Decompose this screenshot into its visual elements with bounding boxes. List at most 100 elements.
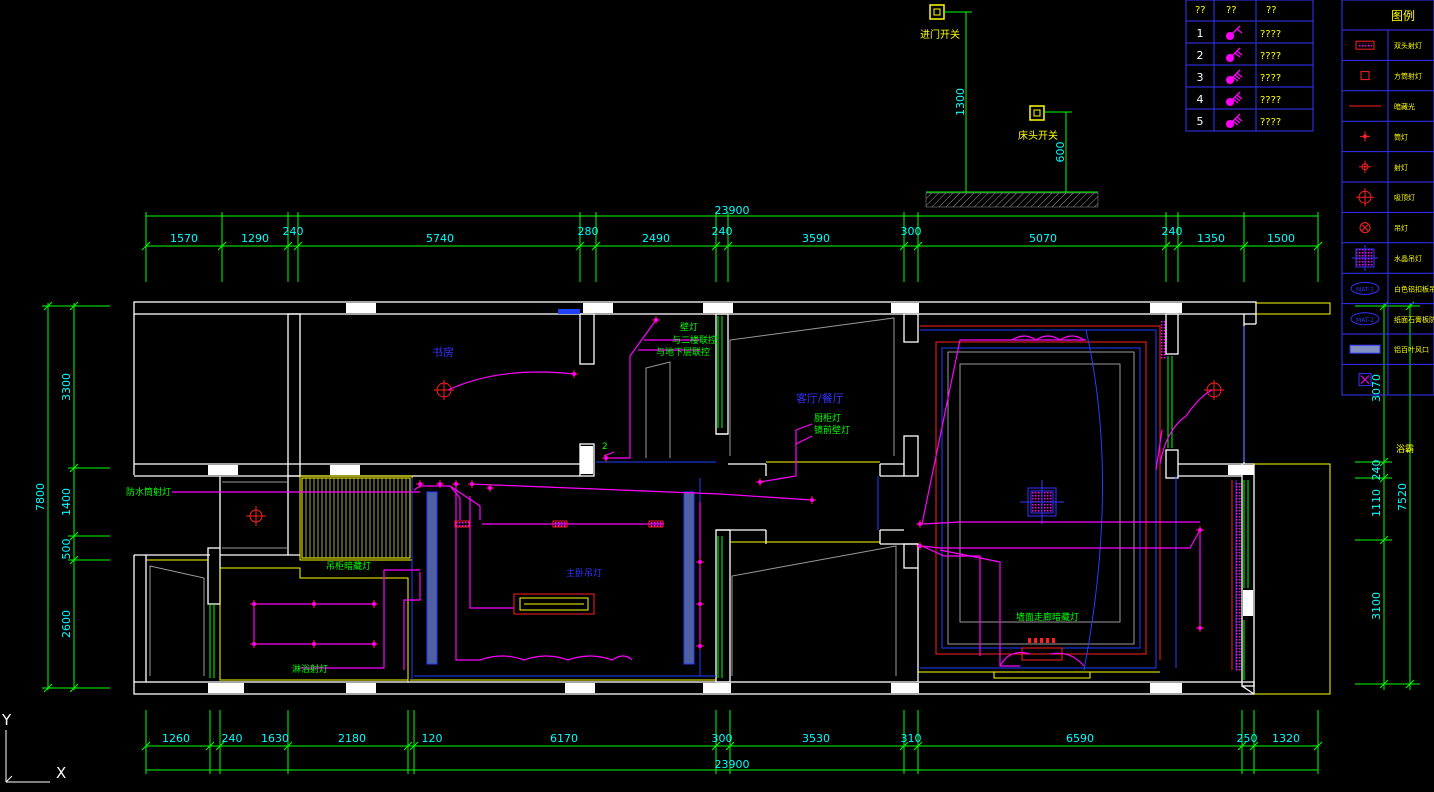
note-main-light: 主卧吊灯 [566, 567, 602, 579]
top-dim-1: 1570 [170, 232, 198, 245]
left-dim-4: 2600 [60, 610, 73, 638]
air-vent-icon [1349, 344, 1381, 354]
legend-item-label: 筒灯 [1394, 132, 1408, 141]
fan-icon [1358, 373, 1372, 387]
left-dim-2: 1400 [60, 488, 73, 516]
crystal-chandelier-icon [1020, 480, 1064, 524]
ceiling-light-icon [1356, 188, 1374, 207]
legend-item-label: 射灯 [1394, 163, 1408, 172]
legend-item-label: 吊灯 [1394, 224, 1408, 233]
legend-item-label: 铝百叶风口 [1394, 345, 1429, 354]
top-dim-9: 300 [901, 225, 922, 238]
crystal-chandelier-icon [1352, 245, 1378, 271]
ucs-icon [5, 730, 50, 783]
switch-row-desc: ???? [1260, 29, 1281, 40]
bottom-dim-7: 300 [712, 732, 733, 745]
top-dim-7: 240 [712, 225, 733, 238]
bed-switch-label: 床头开关 [1018, 129, 1058, 142]
kitchen-hatch [301, 477, 411, 559]
note-number-2: 2 [602, 442, 608, 452]
bottom-dimension-chain [141, 710, 1323, 774]
blue-lines [411, 461, 1177, 680]
switch-row-desc: ???? [1260, 73, 1281, 84]
light-markers [250, 316, 1204, 650]
ucs-x-label: X [56, 764, 66, 782]
switch-height-detail: 1300 600 [925, 4, 1099, 208]
switch-symbol-icon [1226, 113, 1243, 128]
right-dim-1: 3070 [1370, 374, 1383, 402]
top-dim-8: 3590 [802, 232, 830, 245]
mat1-tag-icon: MAT-1 [1350, 281, 1380, 295]
pendant-light-icon [1359, 222, 1371, 234]
bottom-dim-4: 2180 [338, 732, 366, 745]
left-dimension-chain [42, 301, 110, 693]
door-switch-label: 进门开关 [920, 28, 960, 41]
switch-row-number: 4 [1197, 93, 1204, 106]
yellow-outlines [146, 302, 1331, 695]
bottom-dim-10: 6590 [1066, 732, 1094, 745]
switch-row-number: 1 [1197, 27, 1204, 40]
linear-slot-lights [426, 491, 695, 665]
note-wall-spot: 墙面走廊暗藏灯 [1016, 611, 1079, 623]
switch-row-desc: ???? [1260, 117, 1281, 128]
downlight-icon [1360, 131, 1370, 142]
top-dim-6: 2490 [642, 232, 670, 245]
left-dim-1: 3300 [60, 373, 73, 401]
legend-title: 图例 [1391, 9, 1415, 23]
table-header-2: ?? [1226, 5, 1237, 16]
top-dim-13: 1500 [1267, 232, 1295, 245]
bottom-dim-12: 1320 [1272, 732, 1300, 745]
bedroom-ceiling [920, 320, 1245, 672]
note-connect-downstairs: 与地下层联控 [656, 346, 710, 358]
right-dim-2: 240 [1370, 460, 1383, 481]
note-waterproof: 防水筒射灯 [126, 486, 171, 498]
note-connect-2f: 与二楼联控 [672, 334, 717, 346]
legend-item-label: 方筒射灯 [1394, 72, 1422, 81]
spotlight-icon [1359, 160, 1371, 173]
top-dim-12: 1350 [1197, 232, 1225, 245]
switch-row-number: 3 [1197, 71, 1204, 84]
gray-furniture [149, 317, 897, 676]
switch-table [1185, 0, 1314, 132]
top-dim-2: 1290 [241, 232, 269, 245]
top-dim-5: 280 [578, 225, 599, 238]
bottom-dim-2: 240 [222, 732, 243, 745]
mat2-tag-icon: MAT-2 [1350, 312, 1380, 326]
bottom-dim-6: 6170 [550, 732, 578, 745]
switch-row-desc: ???? [1260, 95, 1281, 106]
top-dim-3: 240 [283, 225, 304, 238]
switch-symbol-icon [1226, 91, 1243, 106]
right-dim-4: 3100 [1370, 592, 1383, 620]
note-shower: 淋浴射灯 [292, 663, 328, 675]
height-dim-1300: 1300 [954, 88, 967, 116]
room-label-study: 书房 [432, 346, 454, 359]
square-spotlight-icon [1360, 71, 1370, 81]
legend-item-label: 暗藏光 [1394, 102, 1415, 111]
double-spotlight-icon [1355, 40, 1375, 50]
mat-tag-text: MAT-1 [1356, 286, 1374, 293]
top-dimension-chain [141, 212, 1323, 282]
windows [208, 303, 1254, 693]
blue-marker [558, 309, 580, 314]
bottom-dim-9: 310 [901, 732, 922, 745]
note-heater: 浴霸 [1396, 444, 1414, 455]
switch-symbol-icon [1226, 69, 1243, 84]
wiring-circuits [172, 319, 1213, 670]
bottom-dim-8: 3530 [802, 732, 830, 745]
note-recessed: 吊柜暗藏灯 [326, 560, 371, 572]
switch-symbol-icon [1226, 47, 1243, 62]
note-range-hood: 厨柜灯 [814, 412, 841, 424]
legend-box [1341, 0, 1434, 396]
note-wall-light: 壁灯 [680, 321, 698, 333]
height-dim-600: 600 [1054, 142, 1067, 163]
switch-row-number: 2 [1197, 49, 1204, 62]
left-total-dim: 7800 [34, 483, 47, 511]
top-dim-4: 5740 [426, 232, 454, 245]
right-total-dim: 7520 [1396, 483, 1409, 511]
note-mirror-light: 镜前壁灯 [814, 424, 850, 436]
table-header-3: ?? [1266, 5, 1277, 16]
switch-row-desc: ???? [1260, 51, 1281, 62]
bottom-dim-1: 1260 [162, 732, 190, 745]
